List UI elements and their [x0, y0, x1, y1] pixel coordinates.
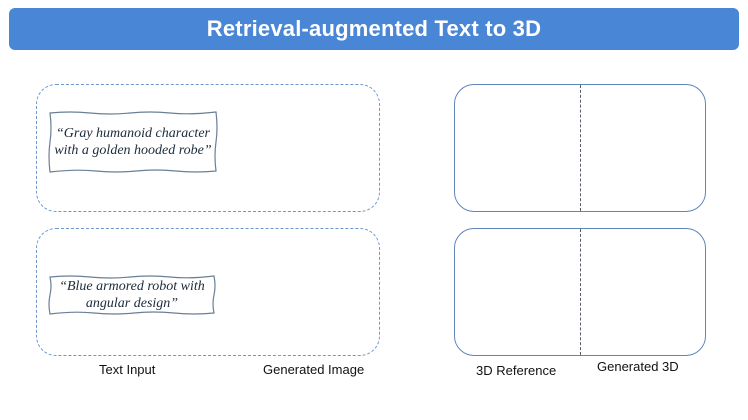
title-banner: Retrieval-augmented Text to 3D [9, 8, 739, 50]
panel-divider-1 [580, 85, 581, 211]
wavy-frame-2 [48, 275, 216, 315]
reference-3d-panel-1 [454, 84, 706, 212]
label-3d-reference: 3D Reference [476, 363, 557, 378]
label-text-input: Text Input [99, 362, 156, 377]
label-generated-3d: Generated 3D [597, 359, 679, 374]
prompt-box-1: “Gray humanoid character with a golden h… [48, 110, 218, 174]
text-to-image-panel-1 [36, 84, 380, 212]
prompt-text-2: “Blue armored robot with angular design” [59, 279, 205, 311]
reference-3d-panel-2 [454, 228, 706, 356]
diagram-title: Retrieval-augmented Text to 3D [206, 16, 542, 41]
wavy-frame-1 [48, 111, 218, 173]
text-to-image-panel-2 [36, 228, 380, 356]
panel-divider-2 [580, 229, 581, 355]
prompt-box-2: “Blue armored robot with angular design” [48, 274, 216, 316]
label-generated-image: Generated Image [263, 362, 365, 377]
prompt-text-1: “Gray humanoid character with a golden h… [54, 126, 212, 158]
